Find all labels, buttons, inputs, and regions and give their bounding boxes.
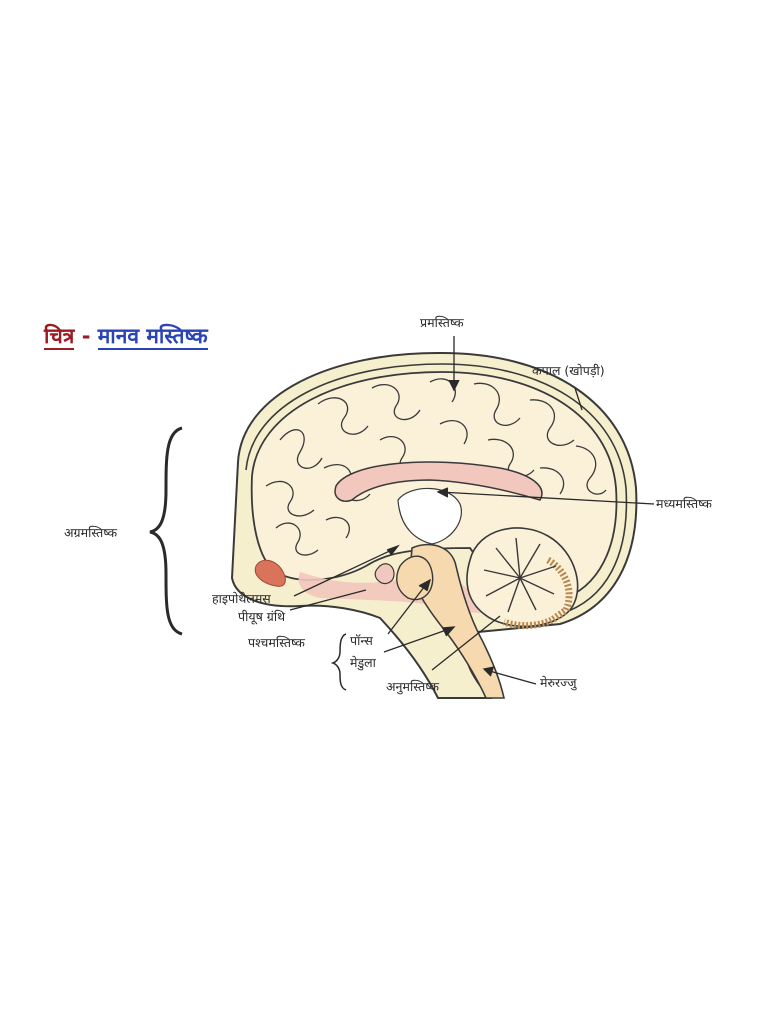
- label-cerebrum: प्रमस्तिष्क: [420, 315, 464, 330]
- label-pituitary: पीयूष ग्रंथि: [238, 609, 286, 624]
- leader-lines: [289, 336, 655, 685]
- label-spinal-cord: मेरुरज्जु: [540, 675, 577, 690]
- label-cerebellum: अनुमस्तिष्क: [386, 679, 439, 694]
- ventricle: [397, 487, 462, 545]
- label-forebrain: अग्रमस्तिष्क: [64, 525, 118, 540]
- eye-sinus: [254, 559, 286, 587]
- label-midbrain: मध्यमस्तिष्क: [656, 496, 712, 511]
- pituitary-shape: [374, 563, 395, 585]
- label-hindbrain: पश्चमस्तिष्क: [248, 635, 305, 650]
- corpus-callosum: [334, 461, 543, 502]
- title-main: मानव मस्तिष्क: [97, 324, 208, 350]
- forebrain-brace: [149, 426, 183, 636]
- brain-stem: [409, 543, 505, 699]
- pons-shape: [396, 555, 434, 601]
- label-hypothalamus: हाइपोथैलमस: [212, 591, 271, 606]
- skull-inner-line: [245, 363, 628, 615]
- hindbrain-brace: [330, 633, 347, 691]
- label-skull: कपाल (खोपड़ी): [532, 363, 605, 378]
- label-medulla: मेडुला: [350, 655, 376, 670]
- cerebellum-shape: [466, 527, 579, 630]
- diagram-title: चित्र - मानव मस्तिष्क: [44, 322, 208, 350]
- title-prefix: चित्र: [44, 324, 75, 350]
- title-separator: -: [81, 324, 91, 348]
- label-pons: पॉन्स: [350, 633, 373, 648]
